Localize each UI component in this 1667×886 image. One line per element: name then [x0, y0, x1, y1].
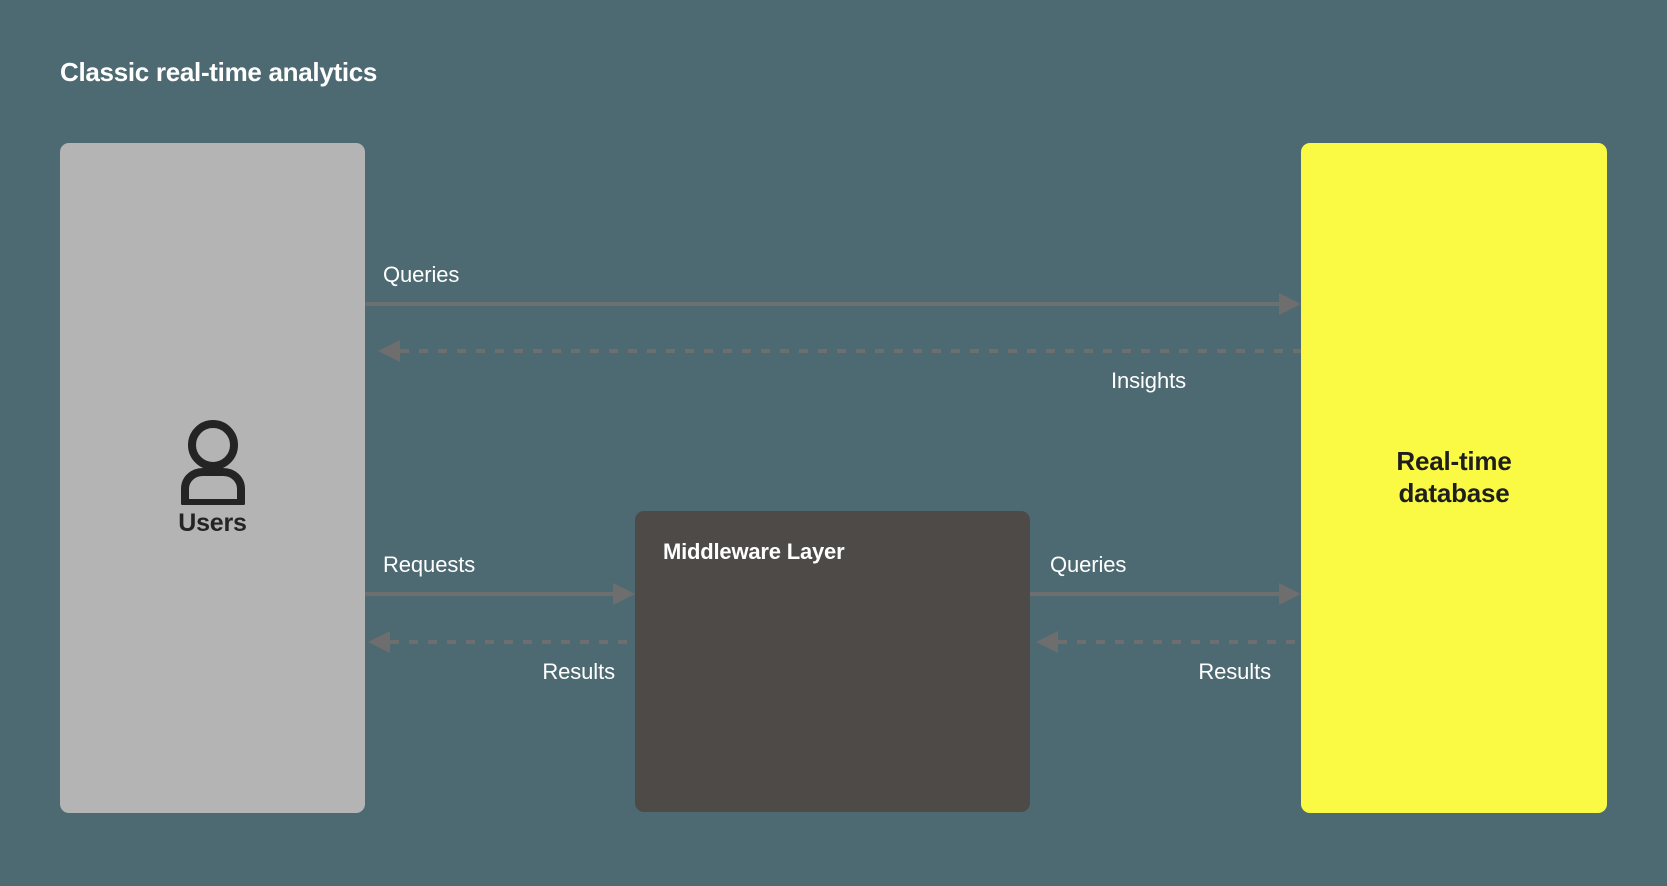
edge-label-insights: Insights [1110, 368, 1186, 393]
node-users[interactable]: Users [60, 143, 365, 813]
node-middleware-label: Middleware Layer [663, 539, 845, 564]
connector-line [365, 302, 1279, 306]
node-database-label-line1: Real-time [1396, 446, 1512, 477]
connector-users-to-middleware-requests [365, 583, 635, 605]
page-title: Classic real-time analytics [60, 57, 378, 87]
edge-label-requests: Requests [383, 552, 476, 577]
connector-users-to-database-queries [365, 293, 1301, 315]
connector-line [1030, 592, 1279, 596]
arrowhead-right-icon [1279, 583, 1301, 605]
connector-database-to-middleware-results [1036, 631, 1301, 653]
node-middleware[interactable]: Middleware Layer [635, 511, 1030, 812]
connector-middleware-to-database-queries [1030, 583, 1301, 605]
node-database[interactable]: Real-time database [1301, 143, 1607, 813]
connector-line [365, 592, 613, 596]
connector-line [390, 640, 635, 644]
arrowhead-left-icon [378, 340, 400, 362]
node-users-content: Users [60, 143, 365, 813]
arrowhead-left-icon [368, 631, 390, 653]
arrowhead-left-icon [1036, 631, 1058, 653]
edge-label-queries-top: Queries [383, 262, 460, 287]
node-users-label: Users [178, 508, 247, 537]
connector-line [400, 349, 1301, 353]
connector-line [1058, 640, 1301, 644]
node-database-label: Real-time database [1301, 143, 1607, 813]
connector-database-to-users-insights [378, 340, 1301, 362]
arrowhead-right-icon [613, 583, 635, 605]
arrowhead-right-icon [1279, 293, 1301, 315]
connector-middleware-to-users-results [368, 631, 635, 653]
edge-label-results-left: Results [542, 659, 615, 684]
edge-label-queries-bottom: Queries [1050, 552, 1127, 577]
node-database-label-line2: database [1398, 478, 1510, 508]
edge-label-results-right: Results [1198, 659, 1271, 684]
user-icon [180, 419, 245, 505]
